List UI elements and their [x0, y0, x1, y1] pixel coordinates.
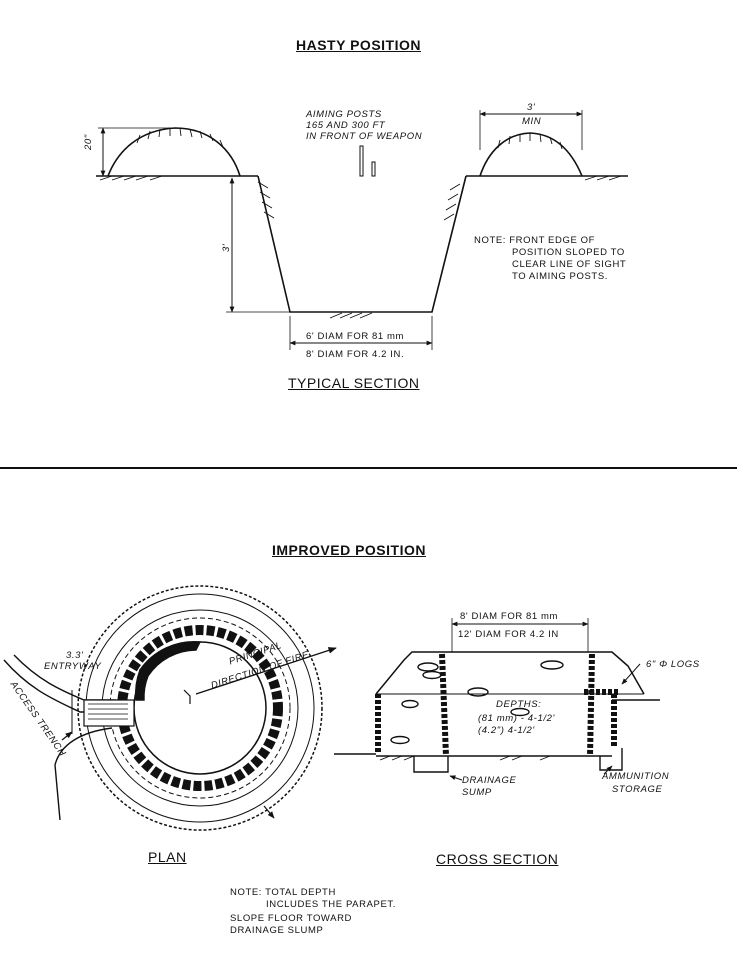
cross-section-drawing [334, 618, 660, 781]
cross-ammo-1: AMMUNITION [602, 771, 670, 782]
cross-ammo-2: STORAGE [612, 784, 663, 795]
cross-drainage-2: SUMP [462, 787, 492, 798]
parapet-height-dim: 20" [83, 134, 94, 150]
aiming-posts-label-2: 165 AND 300 FT [306, 120, 386, 131]
cross-section-caption: CROSS SECTION [436, 851, 559, 867]
aiming-post-2 [371, 161, 376, 177]
aiming-posts-label-1: AIMING POSTS [306, 109, 382, 120]
hasty-note-2: POSITION SLOPED TO [512, 247, 625, 258]
typical-section-caption: TYPICAL SECTION [288, 375, 420, 391]
hasty-note-3: CLEAR LINE OF SIGHT [512, 259, 627, 270]
hasty-pit [257, 175, 467, 313]
improved-note-4: DRAINAGE SLUMP [230, 925, 324, 936]
plan-entryway-dim: 3.3' [66, 650, 84, 661]
log-wall-mid-right [587, 653, 595, 757]
cross-logs-label: 6" Φ LOGS [646, 659, 700, 670]
access-trench [3, 659, 112, 713]
cross-depths-3: (4.2") 4-1/2' [478, 725, 535, 736]
improved-note-1: NOTE: TOTAL DEPTH [230, 887, 336, 898]
parapet-width-min: MIN [522, 116, 542, 127]
drainage-sump [413, 756, 449, 773]
cross-diam-81: 8' DIAM FOR 81 mm [460, 611, 559, 622]
right-parapet [479, 132, 583, 177]
improved-title: IMPROVED POSITION [272, 542, 426, 558]
plan-caption: PLAN [148, 849, 187, 865]
plan-drawing [3, 585, 337, 831]
hasty-diam-81: 6' DIAM FOR 81 mm [306, 331, 405, 342]
improved-note-2: INCLUDES THE PARAPET. [266, 899, 396, 910]
aiming-post-1 [359, 145, 364, 177]
cross-drainage-1: DRAINAGE [462, 775, 517, 786]
hasty-section-drawing [96, 110, 628, 350]
hasty-title: HASTY POSITION [296, 37, 421, 53]
aiming-posts-label-3: IN FRONT OF WEAPON [306, 131, 423, 142]
log-wall-mid-left [439, 653, 449, 757]
hasty-note-1: NOTE: FRONT EDGE OF [474, 235, 596, 246]
cross-diam-42: 12' DIAM FOR 4.2 IN [458, 629, 559, 640]
hasty-diam-42: 8' DIAM FOR 4.2 IN. [306, 349, 405, 360]
improved-note-3: SLOPE FLOOR TOWARD [230, 913, 353, 924]
pit-depth-dim: 3' [221, 243, 232, 252]
left-parapet [107, 127, 241, 177]
cross-depths-1: DEPTHS: [496, 699, 542, 710]
plan-entryway-label: ENTRYWAY [44, 661, 102, 672]
cross-depths-2: (81 mm) - 4-1/2' [478, 713, 555, 724]
hasty-note-4: TO AIMING POSTS. [512, 271, 608, 282]
parapet-width-dim: 3' [527, 102, 536, 113]
